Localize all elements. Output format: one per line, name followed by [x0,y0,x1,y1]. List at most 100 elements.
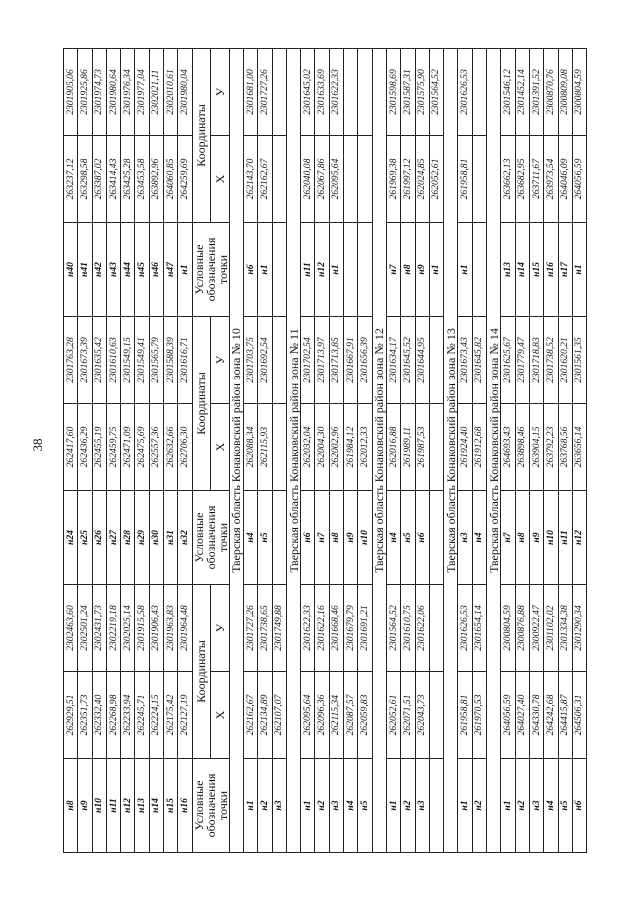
point-label: н7 [500,490,516,585]
coord-x: 264056,59 [572,135,587,223]
header-x: Х [210,671,230,759]
coord-x: 262115,34 [329,671,344,759]
point-label: н8 [515,490,530,585]
coord-x: 262127,19 [177,671,193,759]
coord-x: 264330,78 [529,671,544,759]
coord-y: 2301622,33 [329,48,344,136]
coord-x: 263425,28 [120,135,135,223]
coord-y: 2301290,34 [572,584,587,672]
point-label: н6 [415,490,430,585]
point-label: н2 [400,758,416,853]
coord-y: 2301980,64 [106,48,121,136]
coord-x [429,671,444,759]
point-label: н31 [163,490,178,585]
coord-y [429,584,444,672]
coord-y: 2301668,46 [329,584,344,672]
coord-y: 2301915,58 [134,584,150,672]
coord-x: 262475,69 [134,403,150,491]
coord-y: 2301692,54 [257,316,273,404]
coord-x: 262095,64 [329,135,344,223]
coord-x: 262004,30 [314,403,330,491]
coord-x: 263656,14 [572,403,587,491]
coord-y: 2301645,02 [300,48,315,136]
coord-x [357,135,373,223]
point-label [272,222,287,317]
coord-y: 2300876,88 [515,584,530,672]
point-label: н6 [300,490,315,585]
header-coordinates: Координаты [192,48,211,223]
coord-x [429,403,444,491]
coord-y: 2301713,97 [314,316,330,404]
coord-y: 2301727,26 [243,584,258,672]
header-point-label: Условные обозначения точки [192,490,230,585]
coord-x: 263792,23 [543,403,558,491]
coord-x: 261969,38 [386,135,401,223]
point-label: н6 [572,758,587,853]
point-label: н17 [558,222,573,317]
zone-title-row: Тверская область Конаковский район зона … [443,48,458,853]
coord-y: 2301610,75 [400,584,416,672]
point-label: н11 [300,222,315,317]
header-y: У [210,584,230,672]
point-label: н28 [120,490,135,585]
coord-y: 2302501,24 [77,584,93,672]
coord-x [272,403,287,491]
coord-y: 2301980,04 [177,48,193,136]
coord-y: 2301703,75 [243,316,258,404]
coord-y: 2301654,14 [472,584,487,672]
zone-title-row: Тверская область Конаковский район зона … [286,48,301,853]
header-x: Х [210,403,230,491]
coord-y: 2301452,14 [515,48,530,136]
coord-x: 262162,67 [243,671,258,759]
page-number: 38 [30,438,45,452]
coord-y: 2301667,91 [343,316,358,404]
point-label: н5 [400,490,416,585]
point-label: н9 [343,490,358,585]
coord-y: 2301779,47 [515,316,530,404]
point-label: н10 [92,758,107,853]
point-label: н42 [92,222,107,317]
coord-y: 2301549,41 [134,316,150,404]
coord-y: 2301749,88 [272,584,287,672]
coord-y: 2301691,21 [357,584,373,672]
coord-x: 264056,59 [500,671,516,759]
coord-y: 2301564,52 [429,48,444,136]
point-label: н1 [429,222,444,317]
point-label: н12 [314,222,330,317]
point-label: н2 [515,758,530,853]
coord-y: 2300804,59 [500,584,516,672]
point-label: н46 [149,222,164,317]
coord-y: 2301102,02 [543,584,558,672]
coord-y: 2301673,39 [77,316,93,404]
coord-x: 262632,66 [163,403,178,491]
coord-y [472,48,487,136]
point-label: н1 [257,222,273,317]
point-label: н1 [457,758,473,853]
coord-x: 262557,36 [149,403,164,491]
coord-x: 263414,43 [106,135,121,223]
point-label: н13 [134,758,150,853]
coord-x: 263387,02 [92,135,107,223]
header-coordinates: Координаты [192,584,211,759]
coord-x: 262067,86 [314,135,330,223]
point-label: н16 [543,222,558,317]
point-label: н1 [243,758,258,853]
point-label: н44 [120,222,135,317]
coord-y: 2301622,06 [415,584,430,672]
coord-y: 2301738,65 [257,584,273,672]
coord-x: 263298,58 [77,135,93,223]
coord-y: 2301718,83 [529,316,544,404]
coord-y: 2301334,38 [558,584,573,672]
